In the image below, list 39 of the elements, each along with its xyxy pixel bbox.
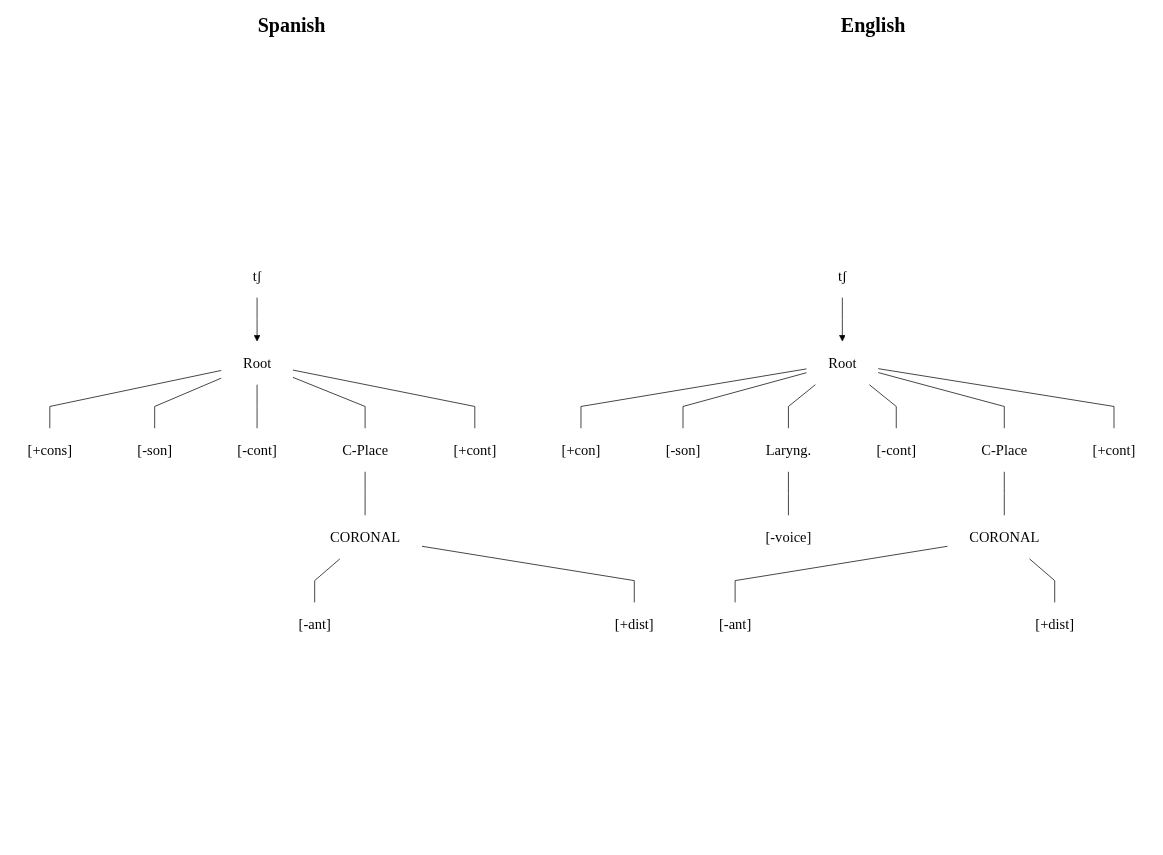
tree-heading: English xyxy=(840,13,906,37)
node-text: [+dist] xyxy=(614,616,654,633)
node-text: [+cons] xyxy=(27,442,73,458)
node-text: C-Place xyxy=(981,442,1028,458)
connector xyxy=(314,558,341,603)
node-text: tʃ xyxy=(252,267,262,284)
node-text: CORONAL xyxy=(330,529,401,546)
tree-heading: Spanish xyxy=(257,13,326,37)
connector xyxy=(788,471,789,516)
node-text: [-ant] xyxy=(719,616,752,633)
node-text: C-Place xyxy=(342,442,389,458)
connector xyxy=(877,368,1115,429)
connector xyxy=(868,384,897,429)
connector xyxy=(1029,558,1056,603)
node-text: Root xyxy=(828,354,857,371)
node-text: [+cont] xyxy=(1092,442,1136,458)
node-text: [-voice] xyxy=(765,529,812,546)
connector xyxy=(49,370,222,429)
connector xyxy=(421,545,635,603)
connector xyxy=(580,368,807,429)
node-text: CORONAL xyxy=(969,529,1040,546)
connector xyxy=(877,372,1005,429)
node-text: [-son] xyxy=(137,442,173,458)
node-text: [+cont] xyxy=(453,442,497,458)
connector xyxy=(734,545,948,603)
node-text: Root xyxy=(242,354,272,371)
connector xyxy=(154,377,222,429)
node-text: Laryng. xyxy=(765,442,812,458)
connector xyxy=(292,377,366,429)
connector xyxy=(292,369,476,429)
node-text: tʃ xyxy=(837,267,847,284)
node-text: [-son] xyxy=(665,442,701,458)
connector xyxy=(788,384,816,429)
connector xyxy=(682,372,807,429)
node-text: [+con] xyxy=(561,442,601,458)
node-text: [+dist] xyxy=(1035,616,1075,633)
node-text: [-ant] xyxy=(298,616,331,633)
node-text: [-cont] xyxy=(237,442,277,458)
node-text: [-cont] xyxy=(876,442,916,458)
